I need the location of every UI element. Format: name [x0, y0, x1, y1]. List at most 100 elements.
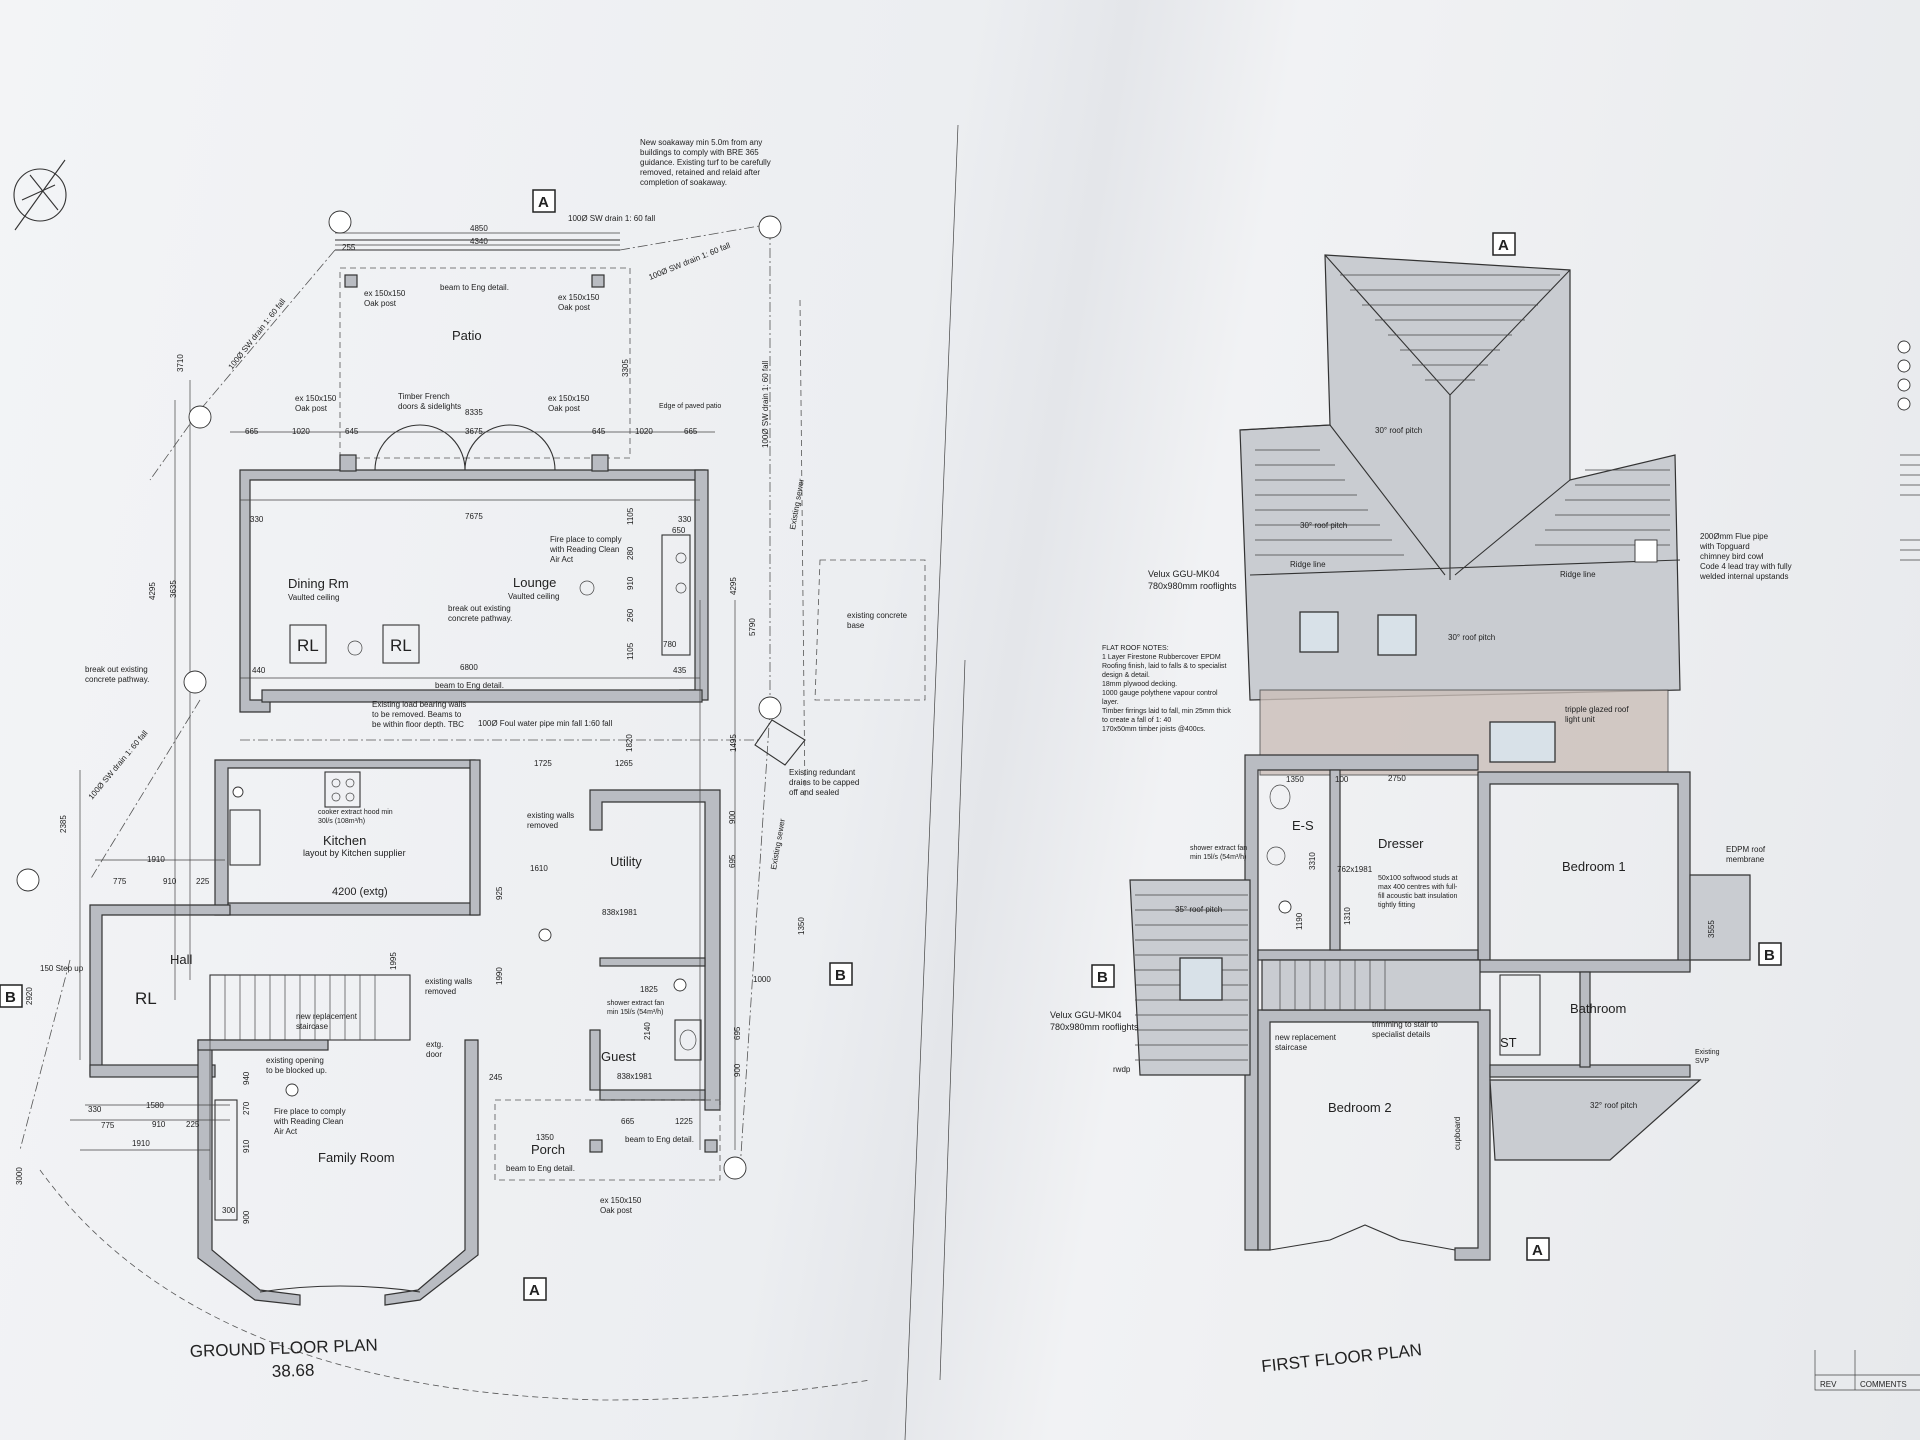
trimming-note: trimming to stair to — [1372, 1020, 1438, 1029]
svg-text:280: 280 — [626, 546, 635, 560]
edge-paving-note: Edge of paved patio — [659, 403, 721, 410]
svp-note: Existing — [1695, 1049, 1720, 1056]
roof-pitch-4: 35° roof pitch — [1175, 905, 1222, 914]
lower-roof-east — [1489, 1079, 1702, 1161]
guest-door-size: 838x1981 — [617, 1072, 653, 1081]
svg-text:900: 900 — [728, 810, 737, 824]
section-marker-b-left-ground: B — [0, 984, 23, 1008]
break-path-note-left: break out existing — [85, 665, 148, 674]
sheet-fold-line — [904, 124, 959, 1440]
svg-text:removed, retained and relaid a: removed, retained and relaid after — [640, 168, 760, 177]
svg-text:Air Act: Air Act — [274, 1127, 298, 1136]
cooker-hood-note: cooker extract hood min — [318, 809, 393, 816]
svg-text:4295: 4295 — [148, 582, 157, 600]
room-bathroom: Bathroom — [1570, 1001, 1626, 1016]
break-path-note: concrete pathway. — [448, 614, 512, 623]
room-ensuite: E-S — [1292, 818, 1314, 833]
svg-text:18mm plywood decking.: 18mm plywood decking. — [1102, 681, 1177, 688]
svg-text:1820: 1820 — [625, 734, 634, 752]
svg-text:200Ømm Flue pipe: 200Ømm Flue pipe — [1700, 532, 1769, 541]
foul-drain-label: 100Ø Foul water pipe min fall 1:60 fall — [478, 719, 613, 728]
edpm-note: membrane — [1726, 855, 1765, 864]
svg-text:695: 695 — [728, 854, 737, 868]
svg-text:1580: 1580 — [146, 1101, 164, 1110]
ext-door-note: door — [426, 1050, 442, 1059]
svg-text:225: 225 — [186, 1120, 200, 1129]
svg-text:245: 245 — [489, 1073, 503, 1082]
wall-family-east — [384, 1039, 479, 1306]
existing-sewer-label: Existing sewer — [788, 478, 806, 531]
svg-text:fill acoustic batt insulation: fill acoustic batt insulation — [1378, 893, 1457, 900]
section-marker-a-bottom-ground: A — [523, 1277, 547, 1301]
roof-pitch-3: 30° roof pitch — [1448, 633, 1495, 642]
svg-text:665: 665 — [245, 427, 259, 436]
sw-inspection-chambers — [16, 210, 782, 1180]
svg-text:1350: 1350 — [536, 1133, 554, 1142]
oak-post-note: ex 150x150 — [364, 289, 406, 298]
ridge-label: Ridge line — [1290, 560, 1326, 569]
svg-text:255: 255 — [342, 243, 356, 252]
svg-text:design & detail.: design & detail. — [1102, 672, 1150, 679]
svg-text:1020: 1020 — [635, 427, 653, 436]
existing-concrete-base — [814, 559, 926, 701]
svg-text:welded internal upstands: welded internal upstands — [1699, 572, 1789, 581]
velux-rooflight-1 — [1299, 611, 1339, 653]
sw-drain-label-lower: 100Ø SW drain 1: 60 fall — [87, 729, 150, 802]
section-marker-a-top-first: A — [1492, 232, 1516, 256]
patio-outline — [339, 267, 631, 459]
dim: 3310 — [1308, 852, 1317, 870]
svg-text:tightly fitting: tightly fitting — [1378, 902, 1415, 909]
svg-text:Air Act: Air Act — [550, 555, 574, 564]
svg-text:1000 gauge polythene vapour co: 1000 gauge polythene vapour control — [1102, 690, 1218, 697]
wall-dining-north-west — [239, 469, 706, 713]
velux-note: 780x980mm rooflights — [1148, 581, 1237, 591]
svg-text:Existing load bearing walls: Existing load bearing walls — [372, 700, 466, 709]
svg-text:910: 910 — [626, 576, 635, 590]
svg-text:3710: 3710 — [176, 354, 185, 372]
svg-text:925: 925 — [495, 886, 504, 900]
svg-text:to be removed. Beams to: to be removed. Beams to — [372, 710, 462, 719]
svg-text:A: A — [1532, 1242, 1543, 1259]
svg-text:completion of soakaway.: completion of soakaway. — [640, 178, 727, 187]
trimming-note: specialist details — [1372, 1030, 1430, 1039]
svg-text:5790: 5790 — [748, 618, 757, 636]
ground-floor-subtitle: 38.68 — [271, 1361, 314, 1381]
svg-text:170x50mm timber joists @400cs.: 170x50mm timber joists @400cs. — [1102, 726, 1206, 733]
oak-post-note: ex 150x150 — [295, 394, 337, 403]
sw-drain-label-diag: 100Ø SW drain 1: 60 fall — [647, 241, 731, 282]
room-family: Family Room — [318, 1150, 395, 1165]
svg-text:Fire place to comply: Fire place to comply — [550, 535, 622, 544]
svg-text:Code 4 lead tray with fully: Code 4 lead tray with fully — [1700, 562, 1792, 571]
load-wall-note: Existing load bearing walls to be remove… — [372, 700, 466, 729]
wall-dining-south — [261, 689, 703, 703]
existing-walls-note-2: existing walls — [527, 811, 574, 820]
shower-fan-note: shower extract fan — [607, 1000, 664, 1007]
section-marker-a-bottom-first: A — [1526, 1237, 1550, 1261]
svg-text:B: B — [835, 967, 846, 984]
svg-text:780: 780 — [663, 640, 677, 649]
svg-text:B: B — [1097, 969, 1108, 986]
velux-note-left: Velux GGU-MK04 — [1050, 1010, 1122, 1020]
svg-text:1 Layer Firestone Rubbercover: 1 Layer Firestone Rubbercover EPDM — [1102, 654, 1221, 661]
room-dining-sub: Vaulted ceiling — [288, 593, 339, 602]
room-bedroom1: Bedroom 1 — [1562, 859, 1626, 874]
svg-text:Existing redundant: Existing redundant — [789, 768, 856, 777]
svg-text:435: 435 — [673, 666, 687, 675]
dimensions: 4850 4340 255 3710 8335 665 1020 645 367… — [15, 224, 806, 1224]
sw-drain-label: 100Ø SW drain 1: 60 fall — [568, 214, 655, 223]
svg-text:440: 440 — [252, 666, 266, 675]
shower-fan-note-ff: min 15l/s (54m³/h) — [1190, 854, 1246, 861]
first-floor-title: FIRST FLOOR PLAN — [1260, 1340, 1422, 1376]
svp-note: SVP — [1695, 1058, 1709, 1065]
sw-drain-route-east — [619, 224, 771, 1171]
sw-drain-label-right: 100Ø SW drain 1: 60 fall — [761, 361, 770, 448]
svg-text:1910: 1910 — [132, 1139, 150, 1148]
room-dresser: Dresser — [1378, 836, 1424, 851]
svg-text:2140: 2140 — [643, 1022, 652, 1040]
flue-pipe — [1634, 539, 1658, 563]
room-kitchen-sub: layout by Kitchen supplier — [303, 848, 406, 858]
svg-text:Roofing finish, laid to falls: Roofing finish, laid to falls & to speci… — [1102, 663, 1227, 670]
new-stair-note: new replacement — [296, 1012, 358, 1021]
svg-text:7675: 7675 — [465, 512, 483, 521]
wall-family-west — [197, 1039, 301, 1306]
